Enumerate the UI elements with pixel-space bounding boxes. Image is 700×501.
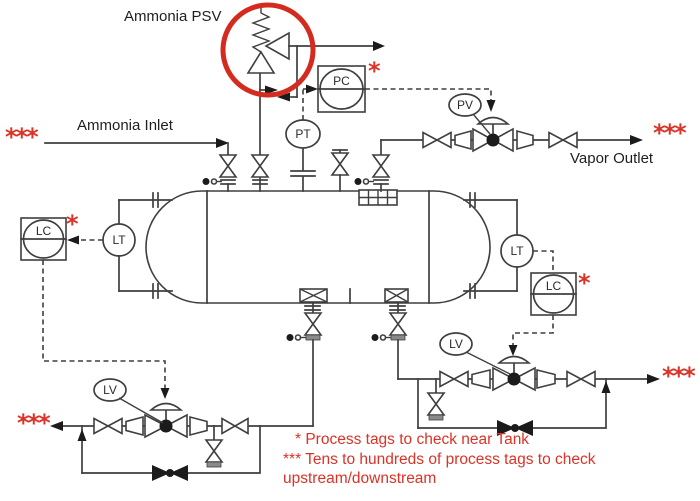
bypass-left-return-arrow [77, 429, 87, 441]
lv-left-tag-label: LV [103, 383, 117, 397]
lv-right-control-valve [492, 355, 536, 392]
liquid-outlet-left-arrow [50, 421, 63, 431]
bypass-right-valve-closed [497, 420, 533, 436]
bypass-left-valve-closed [152, 465, 188, 481]
inlet-flow-arrow [216, 138, 229, 148]
lc-right-controller: LC * [508, 269, 593, 356]
pv-tag-label: PV [457, 98, 473, 112]
lc-left-output-arrow [160, 388, 170, 399]
tank-shell [145, 190, 491, 304]
vapor-nozzle-grid-icon [358, 189, 398, 206]
psv-vent-arrow [373, 41, 385, 51]
pv-actuator-icon [475, 116, 511, 125]
tank-drain-left [286, 302, 323, 427]
vortex-breaker-right [384, 288, 409, 303]
left-outlet-triple-star-marker: *** [17, 409, 51, 437]
vortex-breaker-left [299, 288, 328, 303]
note-upstream-count: *** Tens to hundreds of process tags to … [283, 451, 596, 468]
note-near-tank: * Process tags to check near Tank [295, 431, 529, 448]
ammonia-psv-label: Ammonia PSV [124, 8, 222, 25]
psv-highlight-circle [220, 2, 316, 98]
lt-right-loop: LT [463, 192, 554, 299]
lt-left-loop: LT [67, 192, 173, 299]
lv-left-control-valve [144, 402, 188, 439]
note-upstream-downstream: upstream/downstream [283, 470, 436, 487]
pc-tag-label: PC [333, 74, 350, 88]
lc-right-star-marker: * [578, 269, 591, 297]
pc-output-arrow [486, 100, 496, 112]
lc-left-tag-label: LC [36, 224, 52, 238]
vapor-riser-drain-icon [354, 178, 374, 185]
lt-left-tag-label: LT [112, 233, 126, 247]
pt-transmitter: PT [285, 89, 321, 192]
lc-right-tag-label: LC [546, 279, 562, 293]
lv-left-bubble: LV [93, 378, 164, 424]
lv-right-actuator-icon [496, 355, 532, 364]
ammonia-inlet-label: Ammonia Inlet [77, 117, 174, 134]
lv-right-tag-label: LV [449, 337, 463, 351]
vapor-riser-valve [354, 139, 391, 192]
manifold-left-drain-valve [204, 425, 224, 468]
liquid-outlet-right-arrow [647, 374, 660, 384]
pv-control-valve [472, 116, 514, 153]
lc-left-controller: LC * [20, 210, 170, 399]
pc-input-arrow [306, 84, 318, 94]
psv-inlet-arrow [265, 85, 278, 95]
lv-left-actuator-icon [148, 402, 184, 411]
lc-left-star-marker: * [66, 210, 79, 238]
lt-to-lc-arrow [67, 235, 79, 245]
pc-controller: PC * [303, 57, 496, 113]
vapor-outlet-line: PV [380, 93, 643, 153]
lv-left-station: LV [50, 378, 314, 481]
vapor-triple-star-marker: *** [653, 119, 687, 147]
manifold-right-drain-valve [426, 378, 446, 421]
right-outlet-triple-star-marker: *** [662, 362, 696, 390]
ammonia-inlet-line [44, 138, 238, 192]
vapor-outlet-label: Vapor Outlet [570, 150, 654, 167]
bypass-right-return-arrow [601, 381, 611, 393]
psv-spring-icon [251, 8, 271, 53]
lv-right-bubble: LV [439, 332, 511, 375]
ammonia-tank [145, 189, 491, 304]
vapor-outlet-arrow [630, 135, 643, 145]
lv-right-station: LV [397, 332, 660, 436]
lc-right-output-arrow [508, 345, 518, 356]
legend-notes: * Process tags to check near Tank *** Te… [283, 431, 596, 487]
psv-assembly [246, 8, 385, 192]
psv-body-icon [246, 50, 276, 74]
psv-return-arrow [277, 92, 290, 102]
lt-right-tag-label: LT [510, 244, 524, 258]
drain-right-bleed-icon [371, 334, 391, 341]
tank-drain-right [371, 302, 408, 380]
inlet-valve-drain-icon [202, 178, 222, 185]
drain-left-bleed-icon [286, 334, 306, 341]
pv-bubble: PV [448, 93, 491, 135]
psv-outlet-icon [264, 31, 290, 61]
spare-top-valve [330, 149, 350, 192]
pt-tag-label: PT [295, 127, 311, 141]
inlet-triple-star-marker: *** [5, 123, 39, 151]
pc-star-marker: * [368, 57, 381, 85]
